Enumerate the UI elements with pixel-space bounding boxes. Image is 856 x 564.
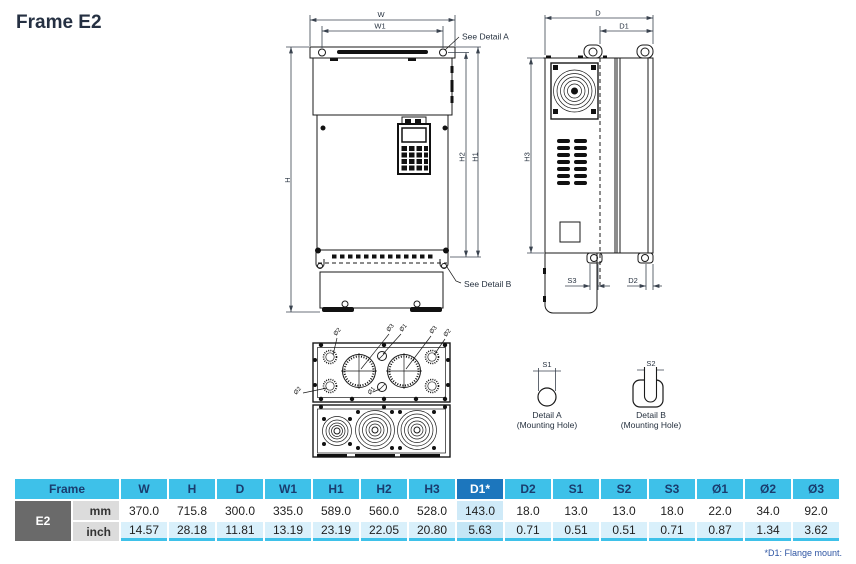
detail-b-drawing: S2 Detail B (Mounting Hole) <box>621 359 682 430</box>
cell-inch-s1: 0.51 <box>553 522 599 541</box>
cell-mm-w: 370.0 <box>121 501 167 520</box>
cell-mm-h: 715.8 <box>169 501 215 520</box>
col-header-d2: D2 <box>505 479 551 499</box>
front-view-drawing: W W1 H H2 H1 See Detail A See Detail B <box>283 10 512 313</box>
cell-inch-s2: 0.51 <box>601 522 647 541</box>
hole-label-o1: Ø1 <box>367 386 377 396</box>
col-header-w: W <box>121 479 167 499</box>
cell-mm-h1: 589.0 <box>313 501 359 520</box>
keypad <box>397 116 431 175</box>
col-header-s1: S1 <box>553 479 599 499</box>
dim-label-h1: H1 <box>471 152 480 162</box>
page-title: Frame E2 <box>16 12 102 33</box>
hole-label-o1: Ø1 <box>399 323 409 333</box>
dim-label-d: D <box>595 9 601 18</box>
col-header-h3: H3 <box>409 479 455 499</box>
hole-label-o3: Ø3 <box>386 323 396 333</box>
cell-mm-s1: 13.0 <box>553 501 599 520</box>
cell-inch-w: 14.57 <box>121 522 167 541</box>
cell-inch-o3: 3.62 <box>793 522 839 541</box>
col-header-h1: H1 <box>313 479 359 499</box>
col-header-h2: H2 <box>361 479 407 499</box>
cell-inch-h: 28.18 <box>169 522 215 541</box>
dim-label-h3: H3 <box>523 152 532 162</box>
d1-footnote: *D1: Flange mount. <box>764 548 842 558</box>
fan-tray <box>312 404 451 458</box>
dimension-spec-table: Frame W H D W1 H1 H2 H3 D1* D2 S1 S2 S3 … <box>13 477 841 543</box>
cell-inch-w1: 13.19 <box>265 522 311 541</box>
dim-label-s1: S1 <box>542 360 551 369</box>
cell-mm-w1: 335.0 <box>265 501 311 520</box>
detail-a-title: Detail A <box>532 410 562 420</box>
cell-mm-h3: 528.0 <box>409 501 455 520</box>
col-header-o2: Ø2 <box>745 479 791 499</box>
cell-mm-o1: 22.0 <box>697 501 743 520</box>
dimension-drawings: W W1 H H2 H1 See Detail A See Detail B <box>283 9 682 458</box>
col-header-h: H <box>169 479 215 499</box>
col-header-w1: W1 <box>265 479 311 499</box>
col-header-o3: Ø3 <box>793 479 839 499</box>
cell-mm-o2: 34.0 <box>745 501 791 520</box>
cooling-fan <box>550 62 599 120</box>
cell-inch-d: 11.81 <box>217 522 263 541</box>
detail-b-subtitle: (Mounting Hole) <box>621 420 682 430</box>
dim-label-s2: S2 <box>646 359 655 368</box>
col-header-o1: Ø1 <box>697 479 743 499</box>
dim-label-s3: S3 <box>567 276 576 285</box>
gland-hole-large <box>341 353 422 389</box>
see-detail-b-callout: See Detail B <box>464 279 512 289</box>
hole-label-o2: Ø2 <box>293 386 303 396</box>
detail-a-drawing: S1 Detail A (Mounting Hole) <box>517 360 578 430</box>
vent-slots <box>557 139 587 185</box>
cell-inch-h3: 20.80 <box>409 522 455 541</box>
cell-mm-d1: 143.0 <box>457 501 503 520</box>
cell-mm-s3: 18.0 <box>649 501 695 520</box>
col-header-frame: Frame <box>15 479 119 499</box>
cell-inch-o2: 1.34 <box>745 522 791 541</box>
cell-mm-h2: 560.0 <box>361 501 407 520</box>
side-view-drawing: D D1 H3 S3 D2 <box>523 9 662 314</box>
dim-label-d1: D1 <box>619 22 629 31</box>
cell-mm-s2: 13.0 <box>601 501 647 520</box>
cell-mm-o3: 92.0 <box>793 501 839 520</box>
dim-label-h2: H2 <box>458 152 467 162</box>
col-header-s2: S2 <box>601 479 647 499</box>
col-header-d1-highlight: D1* <box>457 479 503 499</box>
dim-label-w1: W1 <box>374 22 385 31</box>
cell-inch-h1: 23.19 <box>313 522 359 541</box>
cell-inch-o1: 0.87 <box>697 522 743 541</box>
unit-label-mm: mm <box>73 501 119 520</box>
cell-mm-d: 300.0 <box>217 501 263 520</box>
cell-inch-s3: 0.71 <box>649 522 695 541</box>
dim-label-d2: D2 <box>628 276 638 285</box>
frame-row-label: E2 <box>15 501 71 541</box>
detail-b-title: Detail B <box>636 410 666 420</box>
bottom-view-drawing: Ø2 Ø3 Ø1 Ø3 Ø2 Ø2 Ø1 <box>293 323 453 458</box>
dim-label-h: H <box>283 177 292 182</box>
cell-mm-d2: 18.0 <box>505 501 551 520</box>
detail-a-subtitle: (Mounting Hole) <box>517 420 578 430</box>
cell-inch-h2: 22.05 <box>361 522 407 541</box>
hole-label-o2: Ø2 <box>443 328 453 338</box>
hole-label-o2: Ø2 <box>333 327 343 337</box>
hole-label-o3: Ø3 <box>429 325 439 335</box>
col-header-d: D <box>217 479 263 499</box>
see-detail-a-callout: See Detail A <box>462 32 509 42</box>
col-header-s3: S3 <box>649 479 695 499</box>
cell-inch-d2: 0.71 <box>505 522 551 541</box>
unit-label-inch: inch <box>73 522 119 541</box>
cell-inch-d1: 5.63 <box>457 522 503 541</box>
dim-label-w: W <box>377 10 385 19</box>
